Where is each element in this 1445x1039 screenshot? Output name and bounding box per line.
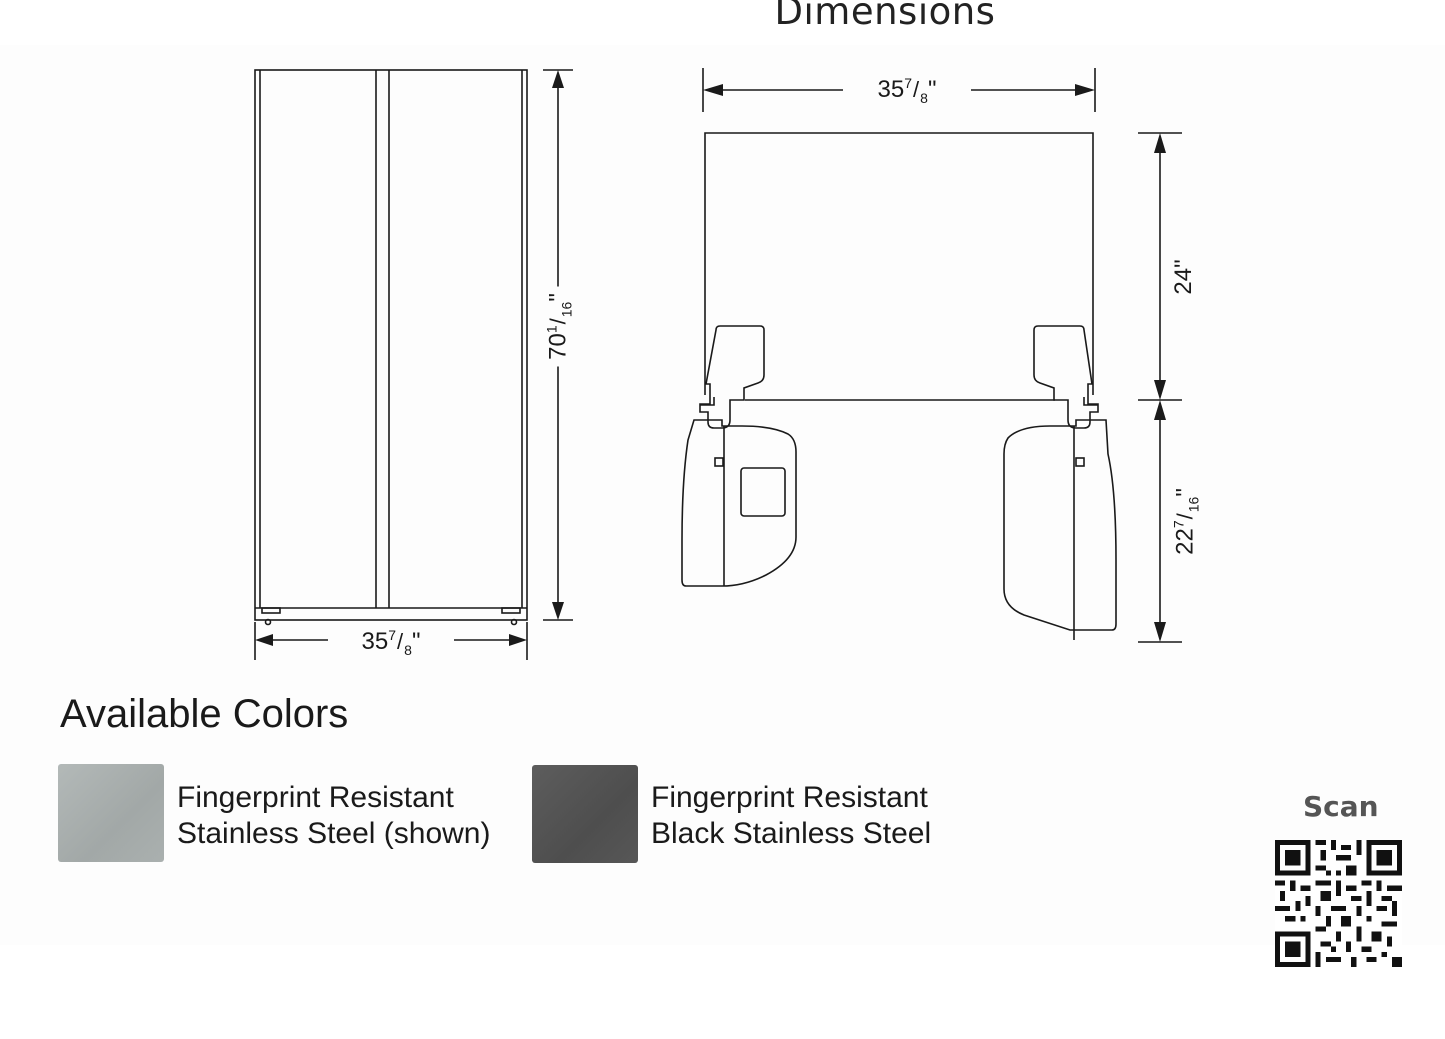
front-height-den: 16 [558, 301, 575, 318]
front-height-whole: 70 [544, 333, 572, 360]
front-width-den: 8 [404, 641, 412, 658]
color-label-stainless-line1: Fingerprint Resistant [177, 781, 454, 814]
top-width-whole: 35 [877, 76, 905, 103]
top-view-drawing [681, 132, 1117, 640]
qr-code-icon[interactable] [1275, 840, 1402, 967]
door-depth-unit: " [1171, 488, 1199, 497]
top-width-num: 7 [904, 75, 913, 91]
scan-label: Scan [1303, 790, 1379, 823]
door-depth-whole: 22 [1171, 528, 1199, 555]
color-swatch-stainless [58, 764, 164, 862]
top-width-unit: " [927, 76, 937, 103]
depth-label: 24" [1170, 242, 1200, 312]
available-colors-heading: Available Colors [60, 692, 349, 736]
door-depth-den: 16 [1185, 496, 1202, 513]
top-width-label: 357/8" [843, 74, 971, 107]
color-label-black-stainless-line2: Black Stainless Steel [651, 817, 932, 850]
color-label-stainless: Fingerprint Resistant Stainless Steel (s… [177, 780, 490, 852]
front-height-label: 701/16" [541, 286, 575, 367]
door-depth-label: 227/16" [1168, 476, 1202, 567]
front-view-drawing [254, 69, 528, 626]
color-label-black-stainless: Fingerprint Resistant Black Stainless St… [651, 780, 931, 852]
front-width-unit: " [411, 628, 421, 655]
front-height-num: 1 [543, 325, 560, 334]
front-height-unit: " [544, 293, 572, 302]
door-depth-num: 7 [1170, 520, 1187, 529]
color-label-stainless-line2: Stainless Steel (shown) [177, 817, 491, 850]
front-width-label: 357/8" [328, 627, 454, 658]
dimensions-title: Dimensions [774, 0, 996, 33]
dimension-arrowheads [255, 70, 1166, 646]
front-width-num: 7 [388, 627, 397, 643]
color-label-black-stainless-line1: Fingerprint Resistant [651, 781, 928, 814]
spec-sheet-panel [0, 45, 1445, 945]
top-width-den: 8 [920, 89, 928, 106]
color-swatch-black-stainless [532, 765, 638, 863]
front-width-whole: 35 [361, 628, 389, 655]
